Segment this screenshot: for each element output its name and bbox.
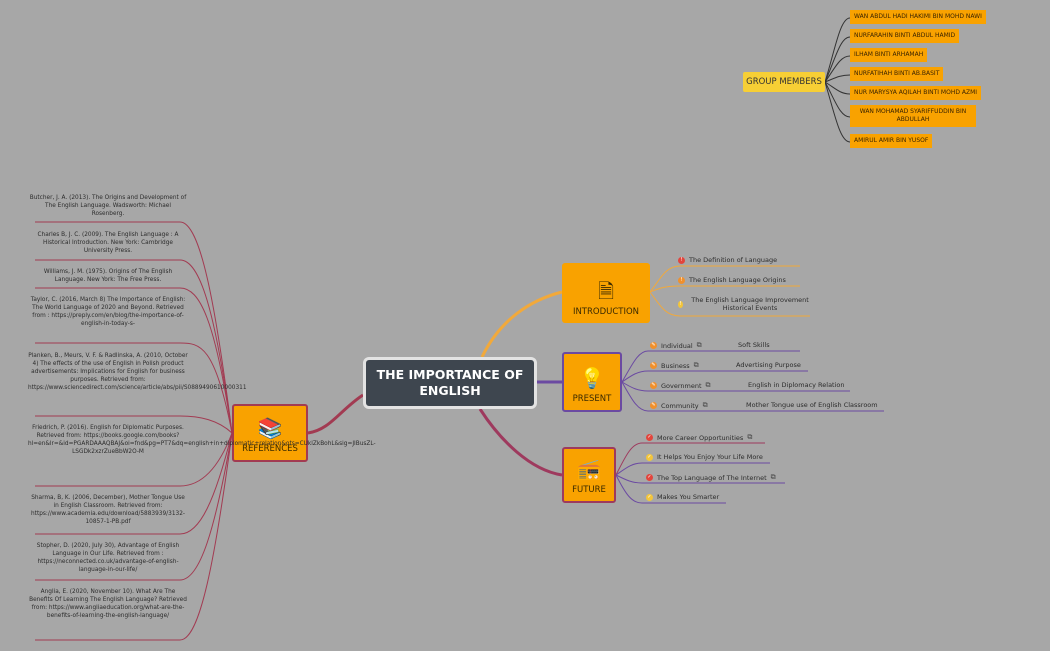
intro-item[interactable]: ! The English Language Origins xyxy=(678,276,786,284)
intro-item[interactable]: ! The English Language Improvement Histo… xyxy=(678,296,809,312)
member-item[interactable]: AMIRUL AMIR BIN YUSOF xyxy=(850,134,933,148)
reference-item[interactable]: Anglia, E. (2020, November 10). What Are… xyxy=(29,589,187,619)
books-icon: 📚 xyxy=(257,416,283,440)
reference-item[interactable]: Planken, B., Meurs, V. F. & Radlinska, A… xyxy=(28,353,247,391)
topic-label: INTRODUCTION xyxy=(572,307,640,317)
present-item[interactable]: ✎ Individual ⧉ xyxy=(650,341,702,350)
future-item[interactable]: ✓ It Helps You Enjoy Your Life More xyxy=(646,453,763,461)
present-subitem[interactable]: Advertising Purpose xyxy=(736,361,801,369)
external-link-icon[interactable]: ⧉ xyxy=(693,361,699,369)
topic-future[interactable]: 📻 FUTURE xyxy=(562,447,616,503)
external-link-icon[interactable]: ⧉ xyxy=(705,381,711,389)
future-item[interactable]: ✓ The Top Language of The Internet ⧉ xyxy=(646,473,776,482)
priority-icon: ! xyxy=(678,300,684,308)
reference-item[interactable]: Taylor, C. (2016, March 8) The Importanc… xyxy=(30,297,186,327)
future-item[interactable]: ✓ Makes You Smarter xyxy=(646,493,720,501)
member-item[interactable]: NUR MARYSYA AQILAH BINTI MOHD AZMI xyxy=(850,86,982,100)
topic-introduction[interactable]: 🗎 INTRODUCTION xyxy=(562,263,650,323)
check-icon: ✓ xyxy=(646,493,653,501)
present-subitem[interactable]: English in Diplomacy Relation xyxy=(748,381,845,389)
topic-present[interactable]: 💡 PRESENT xyxy=(562,352,622,412)
reference-item[interactable]: Charles B, J. C. (2009). The English Lan… xyxy=(37,232,179,254)
topic-label: FUTURE xyxy=(572,485,606,495)
reference-item[interactable]: Friedrich, P. (2016). English for Diplom… xyxy=(28,425,376,455)
member-item[interactable]: NURFARAHIN BINTI ABDUL HAMID xyxy=(850,29,960,43)
member-item[interactable]: WAN ABDUL HADI HAKIMI BIN MOHD NAWI xyxy=(850,10,986,24)
member-item[interactable]: ILHAM BINTI ARHAMAH xyxy=(850,48,928,62)
check-icon: ✓ xyxy=(646,474,653,481)
reference-item[interactable]: Sharma, B, K. (2006, December), Mother T… xyxy=(31,495,185,525)
external-link-icon[interactable]: ⧉ xyxy=(696,341,702,349)
reference-item[interactable]: Butcher, J. A. (2013). The Origins and D… xyxy=(29,195,187,217)
external-link-icon[interactable]: ⧉ xyxy=(702,401,708,409)
reference-item[interactable]: Stopher, D. (2020, July 30), Advantage o… xyxy=(36,543,180,573)
radio-icon: 📻 xyxy=(576,457,602,481)
present-subitem[interactable]: Soft Skills xyxy=(738,341,770,349)
pencil-icon: ✎ xyxy=(650,362,657,369)
external-link-icon[interactable]: ⧉ xyxy=(747,433,753,441)
present-item[interactable]: ✎ Community ⧉ xyxy=(650,401,708,410)
pencil-icon: ✎ xyxy=(650,382,657,389)
present-subitem[interactable]: Mother Tongue use of English Classroom xyxy=(746,401,878,409)
check-icon: ✓ xyxy=(646,453,653,461)
reference-item[interactable]: Williams, J. M. (1975). Origins of The E… xyxy=(43,269,173,283)
document-icon: 🗎 xyxy=(597,279,615,303)
intro-item[interactable]: ! The Definition of Language xyxy=(678,256,777,264)
check-icon: ✓ xyxy=(646,434,653,441)
topic-label: PRESENT xyxy=(572,394,612,404)
present-item[interactable]: ✎ Business ⧉ xyxy=(650,361,699,370)
external-link-icon[interactable]: ⧉ xyxy=(770,473,776,481)
member-item[interactable]: WAN MOHAMAD SYARIFFUDDIN BIN ABDULLAH xyxy=(850,105,976,127)
pencil-icon: ✎ xyxy=(650,402,657,409)
pencil-icon: ✎ xyxy=(650,342,657,349)
topic-label: REFERENCES xyxy=(242,444,298,454)
priority-icon: ! xyxy=(678,276,685,284)
priority-icon: ! xyxy=(678,256,685,264)
future-item[interactable]: ✓ More Career Opportunities ⧉ xyxy=(646,433,753,442)
group-members-label[interactable]: GROUP MEMBERS xyxy=(743,72,825,92)
central-topic[interactable]: THE IMPORTANCE OF ENGLISH xyxy=(363,357,537,409)
topic-references[interactable]: 📚 REFERENCES xyxy=(232,404,308,462)
member-item[interactable]: NURFATIHAH BINTI AB.BASIT xyxy=(850,67,944,81)
central-title: THE IMPORTANCE OF ENGLISH xyxy=(376,367,524,398)
present-item[interactable]: ✎ Government ⧉ xyxy=(650,381,711,390)
lightbulb-icon: 💡 xyxy=(579,366,605,390)
